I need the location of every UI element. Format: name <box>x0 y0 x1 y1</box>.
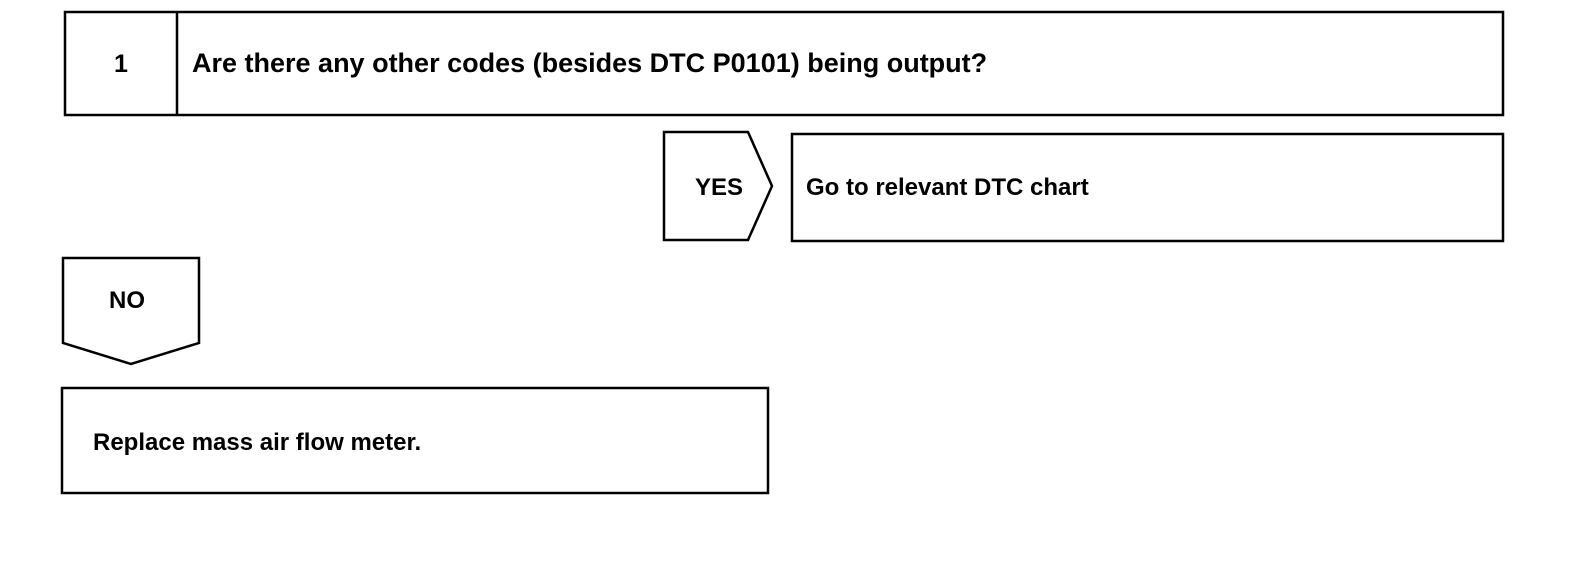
step-question: Are there any other codes (besides DTC P… <box>192 48 987 78</box>
yes-result-box <box>790 132 1505 243</box>
step-1-box: 1 Are there any other codes (besides DTC… <box>63 10 1505 117</box>
yes-arrow-tag <box>662 130 774 242</box>
yes-result-text: Go to relevant DTC chart <box>806 174 1089 201</box>
no-result-text: Replace mass air flow meter. <box>93 429 421 456</box>
no-arrow-tag <box>61 256 201 366</box>
no-result-box <box>60 386 770 495</box>
step-number: 1 <box>114 50 128 78</box>
step-box-frame <box>63 10 1505 117</box>
yes-label: YES <box>695 174 743 201</box>
no-branch: NO Replace mass air flow meter. <box>60 256 770 495</box>
yes-branch: YES Go to relevant DTC chart <box>662 130 1505 243</box>
no-label: NO <box>109 287 145 314</box>
